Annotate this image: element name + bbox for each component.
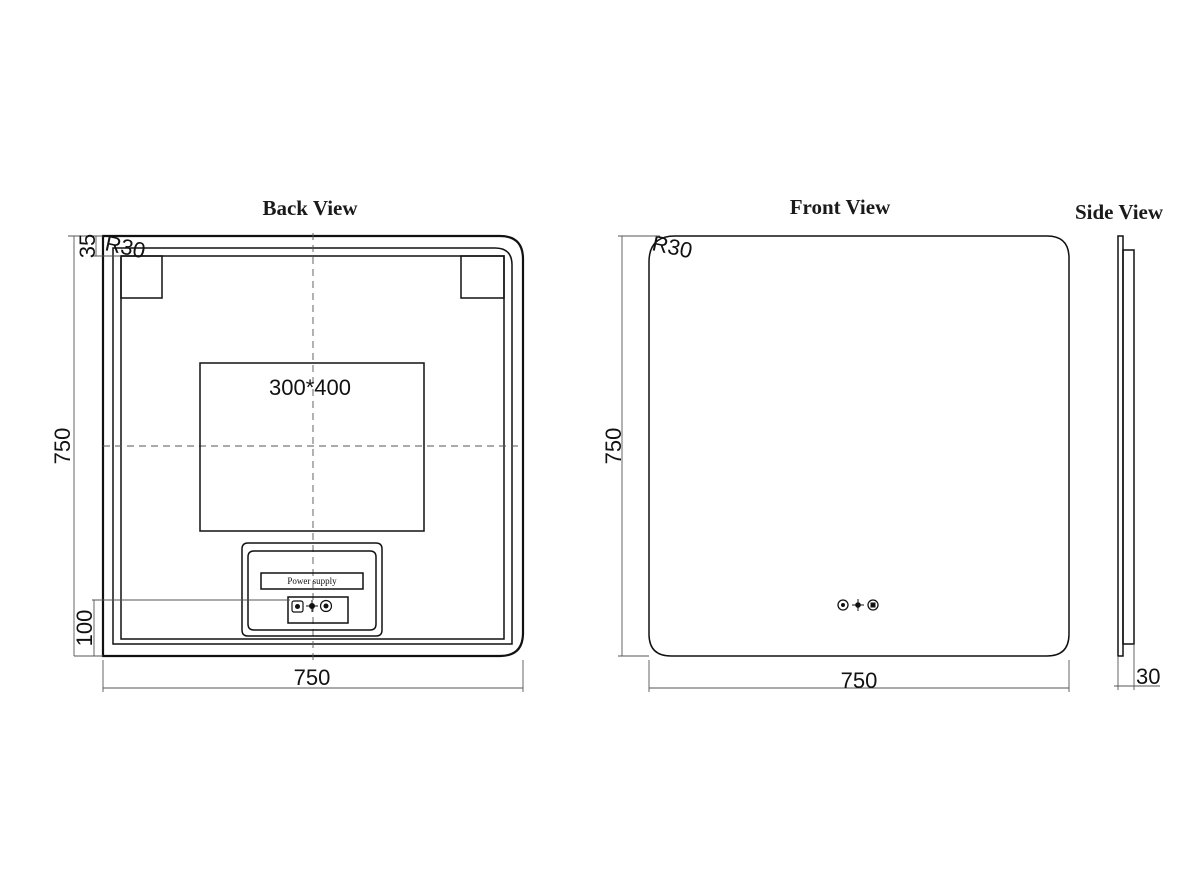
- corner-bracket-left: [120, 255, 163, 299]
- power-box-outer: [241, 542, 383, 637]
- back-touch-button-icon: [291, 600, 304, 613]
- back-width-label: 750: [294, 665, 331, 690]
- back-view-title: Back View: [262, 196, 358, 220]
- back-outer-frame: [101, 234, 525, 658]
- power-box-inner: [247, 550, 377, 631]
- side-view-title: Side View: [1075, 200, 1164, 224]
- touch-button-icon: [837, 599, 849, 611]
- dimmer-icon: [852, 599, 864, 611]
- side-frame-profile: [1122, 249, 1135, 645]
- defog-icon: [867, 599, 879, 611]
- back-defog-icon: [319, 599, 333, 613]
- front-height-label: 750: [601, 428, 626, 465]
- back-inner-frame: [120, 255, 505, 640]
- front-touch-icons: [837, 599, 879, 611]
- power-supply-label: Power supply: [287, 576, 337, 586]
- mounting-cutout: [199, 362, 425, 532]
- front-view: Front View R30 750 750: [601, 195, 1070, 693]
- power-supply-plate: [260, 572, 364, 590]
- back-view: Back View 300*400 Power supply: [50, 196, 525, 692]
- border-label: 35: [75, 234, 100, 258]
- back-touch-icons: [291, 599, 333, 613]
- side-depth-label: 30: [1136, 664, 1160, 689]
- corner-bracket-right: [460, 255, 505, 299]
- front-width-label: 750: [841, 668, 878, 693]
- back-height-label: 750: [50, 428, 75, 465]
- mirror-outline: [648, 235, 1070, 657]
- back-dimmer-icon: [306, 600, 318, 612]
- switch-panel: [287, 596, 349, 624]
- side-view: Side View 30: [1075, 200, 1164, 690]
- drawing-area: [0, 125, 1200, 737]
- cutout-label: 300*400: [269, 375, 351, 400]
- offset-label: 100: [72, 610, 97, 647]
- back-inner-frame-outer: [112, 247, 513, 645]
- front-view-title: Front View: [790, 195, 891, 219]
